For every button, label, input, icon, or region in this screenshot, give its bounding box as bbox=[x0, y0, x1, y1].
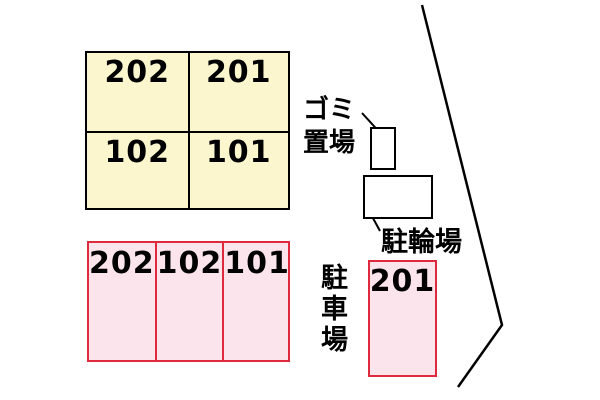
parking-stall-102: 102 bbox=[154, 243, 223, 360]
unit-label: 102 bbox=[104, 134, 171, 170]
parking-stall-202: 202 bbox=[89, 243, 155, 360]
bicycle-parking-label: 駐輪場 bbox=[381, 227, 462, 258]
car-parking-block: 202 102 101 bbox=[87, 241, 290, 362]
garbage-area-label-line1: ゴミ bbox=[303, 95, 356, 125]
unit-label: 202 bbox=[104, 55, 171, 90]
building-unit-202: 202 bbox=[87, 53, 188, 131]
unit-label: 201 bbox=[205, 55, 272, 90]
parking-stall-201: 201 bbox=[368, 260, 437, 377]
car-parking-label: 駐車場 bbox=[316, 263, 347, 356]
unit-label: 101 bbox=[205, 134, 272, 170]
stall-label: 101 bbox=[224, 246, 290, 281]
stall-label: 201 bbox=[369, 264, 436, 299]
garbage-area-label: ゴミ 置場 bbox=[303, 94, 355, 160]
building-unit-201: 201 bbox=[187, 53, 289, 131]
road-boundary-line bbox=[420, 4, 504, 388]
garbage-area-box bbox=[370, 127, 396, 170]
parking-stall-101: 101 bbox=[222, 243, 290, 360]
garbage-area-label-line2: 置場 bbox=[303, 128, 356, 158]
building-unit-101: 101 bbox=[187, 130, 288, 208]
building-unit-102: 102 bbox=[87, 130, 188, 209]
stall-label: 202 bbox=[89, 246, 155, 281]
stall-label: 102 bbox=[156, 246, 223, 281]
apartment-building: 202 201 102 101 bbox=[85, 51, 290, 210]
bicycle-parking-box bbox=[363, 175, 433, 219]
